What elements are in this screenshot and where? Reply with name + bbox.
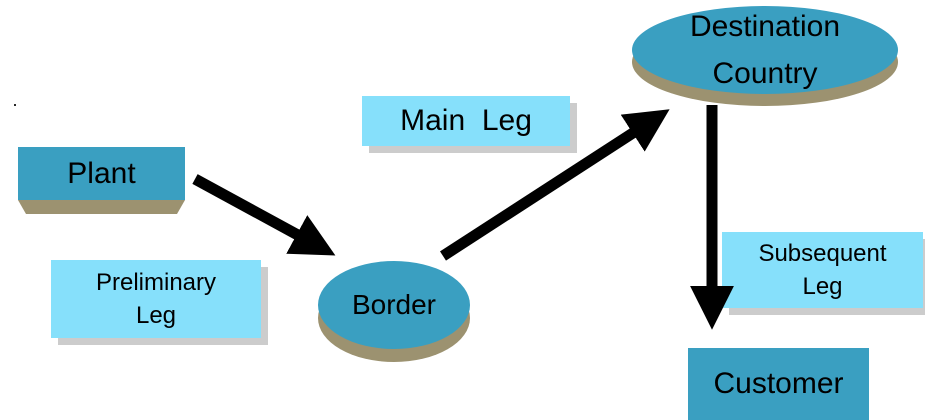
- arrow-plant-to-border: [192, 174, 336, 256]
- plant-node: [18, 147, 185, 214]
- destination-country-label: Destination Country: [689, 10, 841, 90]
- preliminary-leg-box: [51, 260, 268, 345]
- subsequent-leg-box: [722, 232, 925, 315]
- destination-country-node: [632, 6, 898, 106]
- customer-label: Customer: [713, 367, 844, 400]
- main-leg-label: Main Leg: [400, 104, 532, 137]
- subsequent-leg-label: Subsequent Leg: [758, 240, 887, 300]
- main-leg-box: [362, 96, 577, 153]
- plant-label: Plant: [67, 156, 136, 190]
- stray-mark: .: [12, 89, 18, 110]
- arrow-border-to-destination: [440, 109, 670, 261]
- customer-node: [688, 348, 869, 420]
- preliminary-leg-label: Preliminary Leg: [95, 269, 217, 329]
- border-node: [318, 261, 470, 362]
- border-label: Border: [351, 289, 437, 320]
